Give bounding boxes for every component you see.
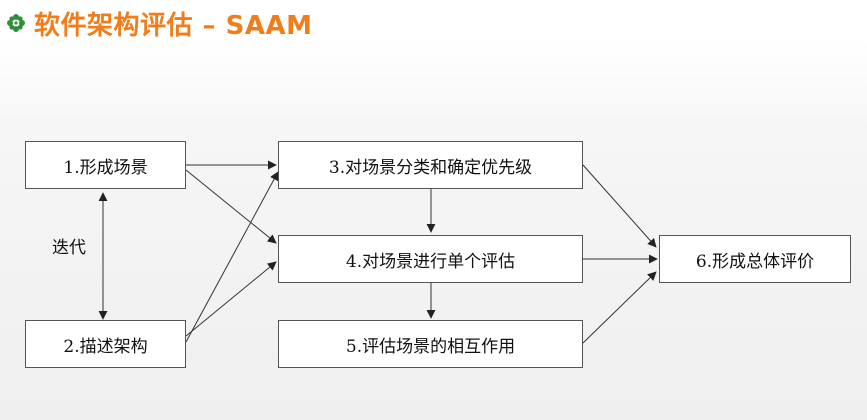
- edge-n3-n6: [582, 164, 657, 248]
- node-4-individual-evaluation: 4.对场景进行单个评估: [278, 235, 583, 283]
- iteration-label: 迭代: [52, 238, 86, 258]
- flower-bullet-icon: [7, 14, 25, 32]
- node-6-overall-evaluation: 6.形成总体评价: [659, 235, 851, 283]
- node-1-form-scenarios: 1.形成场景: [25, 141, 186, 189]
- edge-n2-n3: [185, 171, 279, 343]
- node-3-classify-and-prioritize: 3.对场景分类和确定优先级: [278, 141, 583, 189]
- slide-title-bar: 软件架构评估 – SAAM: [6, 6, 313, 41]
- edge-n5-n6: [582, 271, 657, 344]
- edge-n1-n4: [185, 169, 277, 244]
- node-5-evaluate-interaction: 5.评估场景的相互作用: [278, 320, 583, 368]
- node-2-describe-architecture: 2.描述架构: [25, 320, 186, 368]
- edge-n2-n4: [185, 261, 277, 337]
- slide-title: 软件架构评估 – SAAM: [34, 10, 313, 41]
